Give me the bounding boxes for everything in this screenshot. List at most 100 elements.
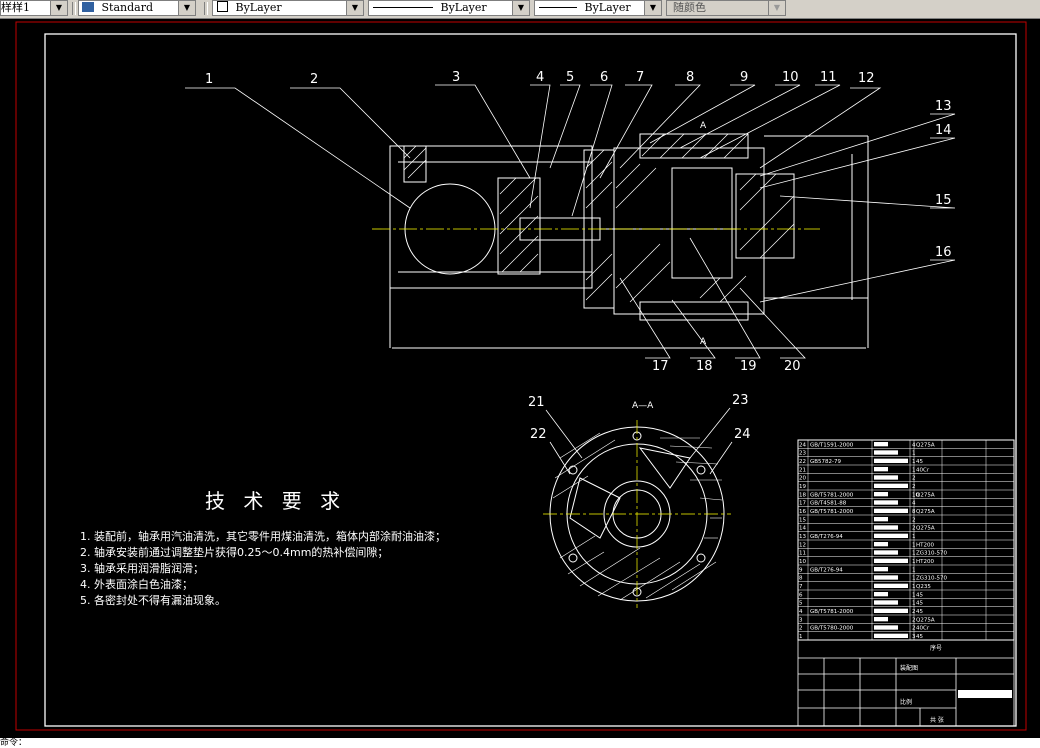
bom-name-fill [874,592,888,597]
balloon-24: 24 [734,427,751,442]
bom-name-fill [874,550,898,555]
title-block-frame [797,639,1015,727]
bom-cell-mat: 45 [916,601,923,607]
bom-name-fill [874,483,908,488]
toolbar-separator [204,2,208,15]
text-style-dropdown[interactable]: Standard ▼ [78,0,196,16]
bolt-hole [696,465,706,475]
bom-cell-std: GB/T5780-2000 [810,626,854,632]
balloon-23: 23 [732,393,749,408]
bom-cell-no: 16 [799,509,806,515]
bom-cell-std: GB/T5781-2000 [810,492,854,498]
chevron-down-icon: ▼ [768,1,785,15]
requirements-list: 1. 装配前，轴承用汽油清洗，其它零件用煤油清洗，箱体内部涂耐油油漆； 2. 轴… [80,529,446,607]
bom-cell-mat: 45 [916,609,923,615]
requirement-3: 3. 轴承采用润滑脂润滑； [80,561,204,575]
balloon-16: 16 [935,245,952,260]
bom-cell-no: 18 [799,492,806,498]
bom-cell-std: GB/T5781-2000 [810,609,854,615]
socket-block-top [403,145,427,183]
command-prompt: 命令： [0,738,28,748]
chevron-down-icon: ▼ [50,1,67,15]
lineweight-sample-icon [539,7,577,8]
linetype-control-dropdown[interactable]: ByLayer ▼ [368,0,530,16]
bom-cell-mat: ZG310-570 [916,576,948,582]
bom-cell-mat: 45 [916,459,923,465]
housing-left [389,145,593,289]
balloon-3: 3 [452,70,460,85]
bom-table: 24GB/T1591-20004Q275A23122GB5782-7914521… [797,439,1015,641]
bom-cell-no: 9 [799,567,803,573]
properties-toolbar: 样样1 ▼ Standard ▼ ByLayer ▼ ByLayer ▼ ByL… [0,0,1040,19]
sheet-limit-border [15,21,1027,731]
bom-cell-mat: 45 [916,634,923,640]
socket-block-right [497,177,541,275]
bom-cell-std: GB/T1591-2000 [810,442,854,448]
title-sheet: 共 张 [930,716,944,724]
bom-cell-mat: HT200 [916,542,934,548]
balloon-17: 17 [652,359,669,374]
bom-cell-no: 13 [799,534,806,540]
bom-name-fill [874,525,898,530]
bom-cell-no: 8 [799,576,803,582]
balloon-5: 5 [566,70,574,85]
requirement-4: 4. 外表面涂白色油漆； [80,577,193,591]
balloon-11: 11 [820,70,837,85]
hatch-main [403,133,795,303]
section-leaders [545,407,733,475]
bom-cell-no: 4 [799,609,803,615]
chevron-down-icon: ▼ [346,1,363,15]
bom-name-fill [874,600,898,605]
leader-lines [185,84,956,359]
title-block [797,639,1015,727]
section-mark-top: A [700,121,707,131]
balloon-19: 19 [740,359,757,374]
balloon-9: 9 [740,70,748,85]
lineweight-value: ByLayer [584,1,631,14]
bom-cell-mat: 45 [916,592,923,598]
text-style-icon [82,2,94,12]
bom-name-fill [874,442,888,447]
drawing-frame [44,33,1017,727]
drawing-canvas[interactable]: A A 1 2 3 4 5 6 7 8 9 10 11 12 [0,18,1040,738]
title-name: 装配图 [900,664,918,672]
color-control-dropdown[interactable]: ByLayer ▼ [212,0,364,16]
style-dropdown[interactable]: 样样1 ▼ [0,0,68,16]
bom-cell-no: 15 [799,517,806,523]
balloon-10: 10 [782,70,799,85]
balloon-7: 7 [636,70,644,85]
chevron-down-icon: ▼ [178,1,195,15]
bom-name-fill [874,533,908,538]
requirements-title: 技 术 要 求 [205,489,346,513]
bom-name-fill [874,517,888,522]
bom-cell-no: 20 [799,476,806,482]
bom-name-fill [874,458,908,463]
chevron-down-icon: ▼ [644,1,661,15]
cylinder-top-cover [639,133,749,159]
balloon-18: 18 [696,359,713,374]
bom-cell-std: GB/T276-94 [810,534,843,540]
lineweight-control-dropdown[interactable]: ByLayer ▼ [534,0,662,16]
bom-name-fill [874,500,898,505]
bom-cell-no: 14 [799,526,806,532]
title-header: 序号 [930,644,942,652]
bom-cell-no: 10 [799,559,806,565]
bom-name-fill [874,450,898,455]
bom-cell-mat: HT200 [916,559,934,565]
title-block-text: 序号 装配图 比例 共 张 [900,644,944,724]
bom-name-fill [874,467,888,472]
bom-cell-mat: Q275A [916,617,935,623]
bom-name-fill [874,542,888,547]
bom-name-fill [874,492,888,497]
linetype-sample-icon [373,7,433,8]
balloon-15: 15 [935,193,952,208]
cylinder-body [613,147,765,315]
bom-name-fill [874,475,898,480]
style-value: 样样1 [1,1,30,14]
command-line[interactable]: 命令： [0,738,1040,748]
balloon-22: 22 [530,427,547,442]
bom-cell-std: GB/T276-94 [810,567,843,573]
bom-cell-mat: Q235 [916,584,931,590]
bolt-hole [568,465,578,475]
cylinder-bottom-cover [639,301,749,321]
